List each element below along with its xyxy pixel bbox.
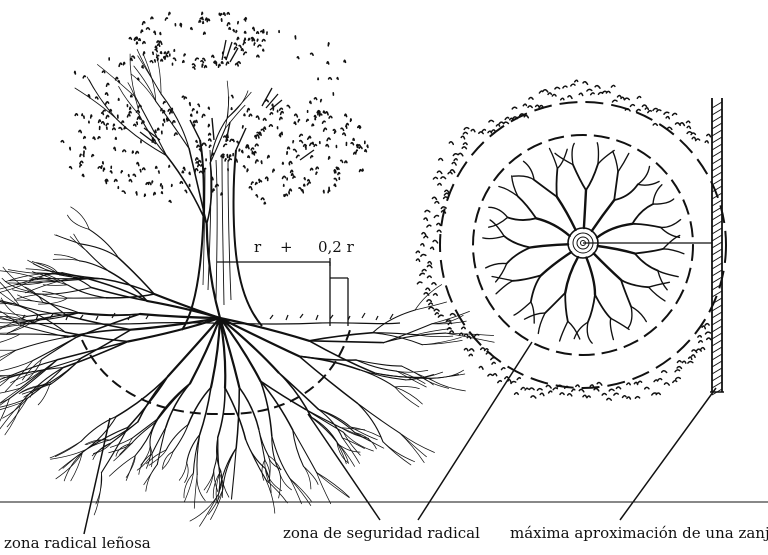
leader-safety-zone-right (418, 342, 532, 520)
trench-wall (710, 98, 724, 395)
leader-trench (620, 388, 716, 520)
tree-trunk (182, 118, 262, 330)
leader-lines (84, 342, 716, 534)
dimension-plus-label: + (280, 238, 293, 256)
caption-woody-root-zone: zona radical leñosa (4, 534, 151, 552)
dimension-r-label: r (254, 238, 261, 256)
dimension-extra-label: 0,2 r (318, 238, 354, 256)
caption-root-safety-zone: zona de seguridad radical (283, 524, 480, 542)
leader-woody-root-zone (84, 418, 110, 534)
caption-max-trench-approach: máxima aproximación de una zanja (510, 524, 768, 542)
radius-dimension (217, 258, 348, 326)
woody-root-system (0, 49, 494, 526)
